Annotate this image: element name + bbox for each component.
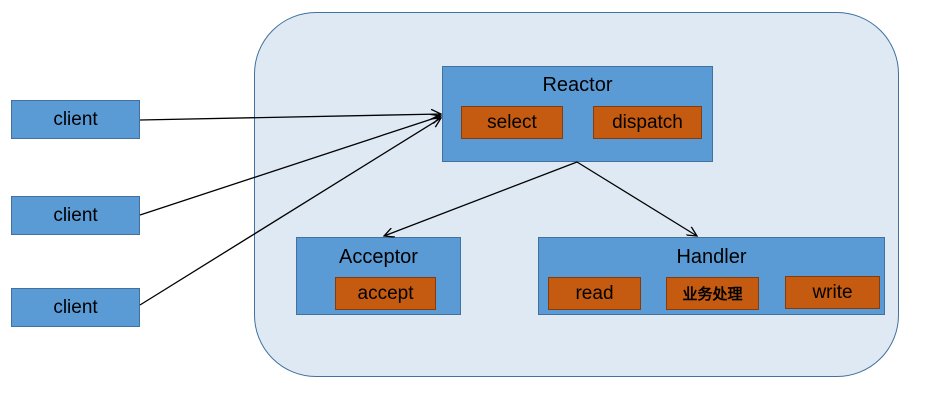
handler-title: Handler — [676, 246, 747, 268]
acceptor-title: Acceptor — [339, 246, 418, 268]
read-label: read — [575, 282, 614, 304]
write-box: write — [785, 276, 880, 309]
client-box-1: client — [11, 100, 140, 139]
dispatch-box: dispatch — [593, 106, 702, 139]
client-box-2: client — [11, 196, 140, 235]
accept-label: accept — [357, 282, 414, 304]
write-label: write — [812, 281, 853, 303]
reactor-box: Reactor select dispatch — [442, 66, 713, 162]
business-logic-label: 业务处理 — [682, 285, 743, 303]
reactor-title: Reactor — [542, 74, 613, 96]
select-label: select — [487, 111, 537, 133]
client-label: client — [53, 296, 98, 318]
client-box-3: client — [11, 288, 140, 327]
accept-box: accept — [335, 277, 436, 310]
business-logic-box: 业务处理 — [666, 277, 759, 310]
handler-box: Handler read 业务处理 write — [538, 237, 885, 315]
read-box: read — [548, 277, 641, 310]
acceptor-box: Acceptor accept — [296, 237, 461, 315]
client-label: client — [53, 204, 98, 226]
client-label: client — [53, 108, 98, 130]
select-box: select — [461, 106, 563, 139]
dispatch-label: dispatch — [612, 111, 683, 133]
